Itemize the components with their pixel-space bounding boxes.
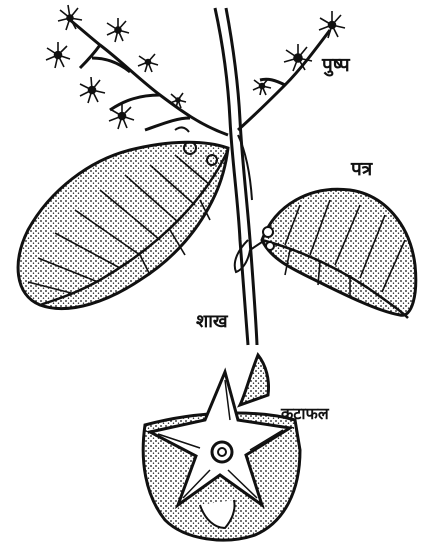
fruit-drawing: [143, 355, 300, 540]
right-flower-clusters: [253, 11, 345, 95]
stem-bud: [235, 240, 262, 272]
left-flower-branch: [70, 20, 228, 135]
branch-label: शाख: [196, 313, 228, 331]
leaf-label: पत्र: [351, 160, 372, 179]
flower-label: पुष्प: [322, 56, 350, 75]
right-flower-branch: [238, 30, 330, 130]
fruit-label: कटाफल: [281, 406, 329, 422]
right-leaf: [262, 189, 416, 318]
left-leaf: [18, 142, 228, 308]
